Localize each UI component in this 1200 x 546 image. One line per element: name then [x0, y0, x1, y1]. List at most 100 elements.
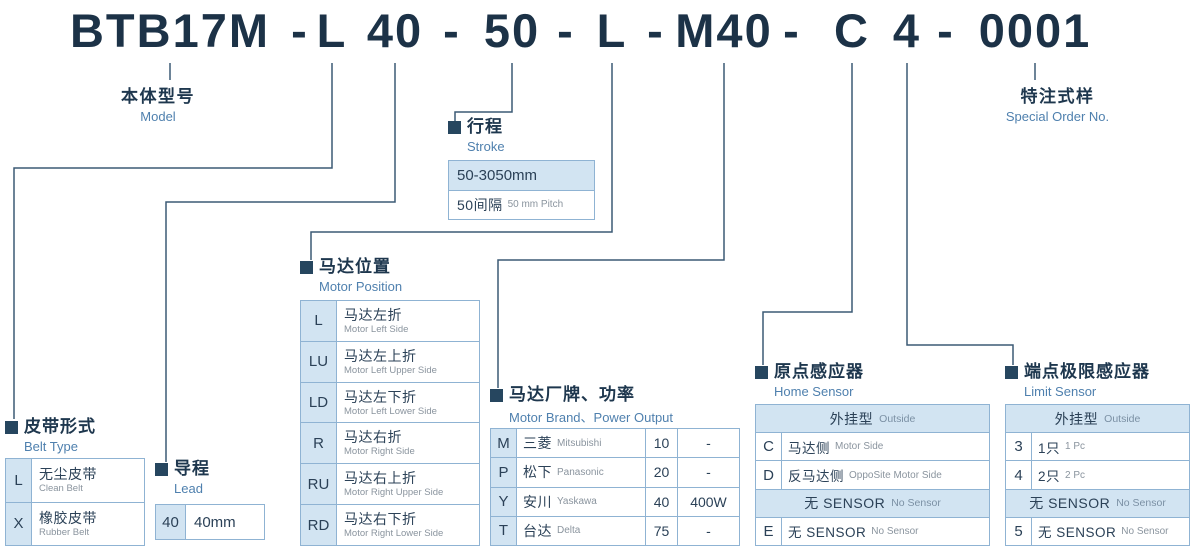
stroke-pitch-zh: 50间隔	[457, 196, 503, 213]
desc-cell: 无 SENSOR No Sensor	[1032, 518, 1189, 545]
table-row: RU 马达右上折 Motor Right Upper Side	[301, 464, 479, 506]
belt-type-section-title: 皮带形式 Belt Type	[5, 416, 96, 454]
model-segment-motor-position: L	[596, 4, 628, 57]
header-zh: 无 SENSOR	[804, 495, 886, 512]
desc-zh: 1只	[1038, 440, 1061, 456]
desc-cell: 橡胶皮带 Rubber Belt	[32, 503, 144, 546]
power-value-cell: -	[677, 429, 739, 458]
table-row: M 三菱 Mitsubishi 10 -	[491, 429, 739, 459]
header-zh: 无 SENSOR	[1029, 495, 1111, 512]
power-code-cell: 75	[645, 516, 677, 545]
section-bullet-icon	[155, 462, 168, 476]
table-row: P 松下 Panasonic 20 -	[491, 458, 739, 488]
model-segment-series: BTB17M	[69, 4, 271, 57]
header-zh: 外挂型	[1054, 410, 1099, 427]
desc-zh: 马达右上折	[344, 470, 417, 487]
section-bullet-icon	[448, 120, 461, 134]
header-en: Outside	[879, 412, 916, 425]
motor-brand-section-title: 马达厂牌、功率 Motor Brand、Power Output	[490, 384, 673, 426]
header-zh: 外挂型	[829, 410, 874, 427]
connector-limit-sensor	[906, 63, 1014, 365]
desc-zh: 马达右折	[344, 429, 402, 446]
stroke-pitch-row: 50间隔 50 mm Pitch	[449, 190, 594, 219]
special-order-callout-en: Special Order No.	[1005, 109, 1110, 124]
lead-section-title: 导程 Lead	[155, 458, 210, 496]
desc-cell: 马达左折 Motor Left Side	[337, 301, 479, 341]
section-bullet-icon	[490, 388, 503, 402]
belt-type-title-en: Belt Type	[24, 439, 78, 454]
header-en: No Sensor	[1116, 497, 1166, 510]
desc-en: OppoSite Motor Side	[849, 469, 942, 481]
brand-zh: 松下	[523, 464, 552, 481]
limit-sensor-table: 外挂型 Outside 3 1只 1 Pc 4 2只 2 Pc 无 SENSOR…	[1005, 404, 1190, 546]
lead-title-zh: 导程	[174, 459, 210, 478]
home-sensor-section-title: 原点感应器 Home Sensor	[755, 361, 864, 399]
model-separator: -	[647, 4, 665, 57]
desc-cell: 无尘皮带 Clean Belt	[32, 459, 144, 502]
code-cell: 4	[1006, 461, 1032, 489]
model-callout-en: Model	[140, 109, 176, 124]
desc-en: Motor Left Upper Side	[344, 364, 437, 376]
code-cell: D	[756, 461, 782, 489]
header-cell: 外挂型 Outside	[756, 405, 989, 433]
table-row: LU 马达左上折 Motor Left Upper Side	[301, 341, 479, 383]
model-segment-motor-brand: M40	[675, 4, 773, 57]
model-separator: -	[443, 4, 461, 57]
power-code-cell: 10	[645, 429, 677, 458]
desc-cell: 马达右上折 Motor Right Upper Side	[337, 464, 479, 504]
model-callout-zh: 本体型号	[121, 87, 195, 106]
belt-type-table: L 无尘皮带 Clean Belt X 橡胶皮带 Rubber Belt	[5, 458, 145, 546]
header-cell: 无 SENSOR No Sensor	[1006, 489, 1189, 517]
model-separator: -	[783, 4, 801, 57]
motor-brand-title-zh: 马达厂牌、功率	[509, 385, 635, 404]
desc-zh: 马达侧	[788, 440, 830, 456]
code-cell: E	[756, 517, 782, 546]
model-segment-special-order: 0001	[978, 4, 1092, 57]
header-en: Outside	[1104, 412, 1141, 425]
desc-cell: 马达左上折 Motor Left Upper Side	[337, 342, 479, 382]
desc-zh: 无 SENSOR	[788, 525, 867, 541]
motor-position-title-en: Motor Position	[319, 279, 403, 294]
stroke-range-cell: 50-3050mm	[449, 161, 594, 190]
desc-cell: 马达侧 Motor Side	[782, 433, 989, 460]
table-header-row: 外挂型 Outside	[756, 405, 989, 434]
desc-zh: 反马达侧	[788, 469, 844, 484]
model-segment-home-sensor: C	[834, 4, 870, 57]
brand-cell: 安川 Yaskawa	[517, 488, 645, 516]
brand-en: Mitsubishi	[557, 437, 602, 449]
limit-sensor-title-en: Limit Sensor	[1024, 384, 1097, 399]
limit-sensor-title-zh: 端点极限感应器	[1024, 362, 1150, 381]
table-row: 40 40mm	[156, 505, 264, 539]
power-code-cell: 20	[645, 458, 677, 487]
header-cell: 外挂型 Outside	[1006, 405, 1189, 433]
desc-en: 1 Pc	[1065, 441, 1086, 453]
model-segment-limit-sensor: 4	[892, 4, 922, 57]
table-row: R 马达右折 Motor Right Side	[301, 423, 479, 465]
power-value-cell: -	[677, 458, 739, 487]
desc-en: No Sensor	[871, 525, 919, 537]
model-segment-lead: 40	[366, 4, 424, 57]
code-cell: R	[301, 423, 337, 464]
table-row: T 台达 Delta 75 -	[491, 516, 739, 545]
desc-en: Motor Left Side	[344, 323, 409, 335]
desc-zh: 无尘皮带	[39, 466, 97, 483]
connector-home-sensor	[762, 63, 853, 365]
stroke-table: 50-3050mm 50间隔 50 mm Pitch	[448, 160, 595, 220]
desc-en: No Sensor	[1121, 525, 1169, 537]
section-bullet-icon	[300, 260, 313, 274]
section-bullet-icon	[1005, 365, 1018, 379]
desc-cell: 马达右折 Motor Right Side	[337, 423, 479, 463]
table-row: X 橡胶皮带 Rubber Belt	[6, 502, 144, 546]
desc-zh: 马达左下折	[344, 388, 417, 405]
motor-position-title-zh: 马达位置	[319, 257, 391, 276]
model-segment-belt-type: L	[316, 4, 348, 57]
table-row: L 马达左折 Motor Left Side	[301, 301, 479, 342]
motor-position-section-title: 马达位置 Motor Position	[300, 256, 402, 294]
motor-position-table: L 马达左折 Motor Left Side LU 马达左上折 Motor Le…	[300, 300, 480, 546]
code-cell: T	[491, 516, 517, 545]
table-row: Y 安川 Yaskawa 40 400W	[491, 487, 739, 517]
brand-zh: 安川	[523, 493, 552, 510]
code-cell: 40	[156, 505, 186, 539]
brand-en: Delta	[557, 525, 581, 537]
model-separator: -	[937, 4, 955, 57]
